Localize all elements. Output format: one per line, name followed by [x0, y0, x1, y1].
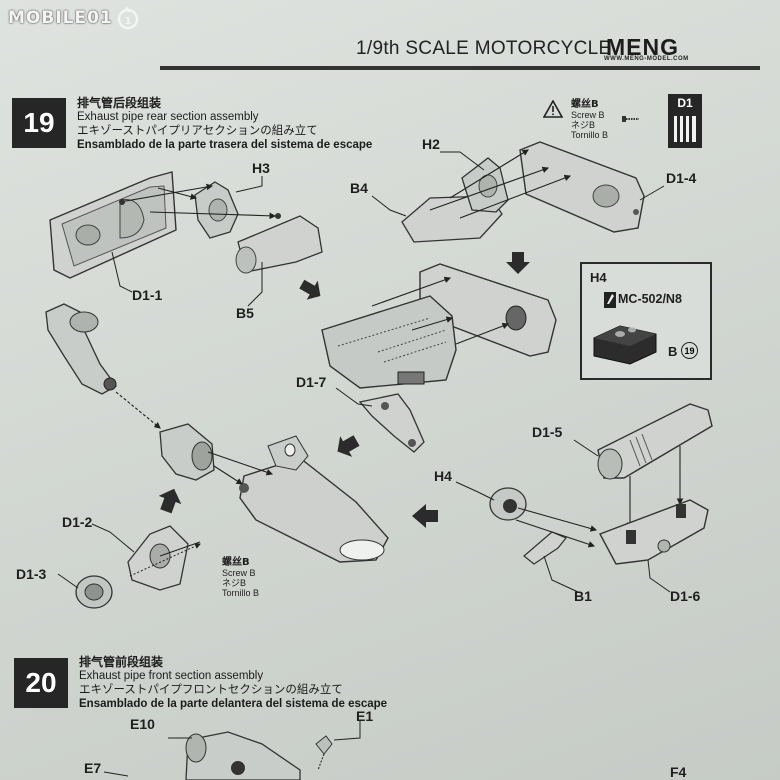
warning-icon — [543, 100, 563, 118]
screw-note: 螺丝B Screw B ネジB Tornillo B — [571, 99, 609, 141]
step-title-ja: エキゾーストパイプリアセクションの組み立て — [77, 125, 318, 137]
step-title-20: 排气管前段组装 Exhaust pipe front section assem… — [79, 655, 387, 711]
sprue-tag-label: D1 — [677, 96, 693, 110]
paint-brush-icon — [604, 292, 616, 308]
part-muffler-can — [239, 435, 389, 563]
step20-title-en: Exhaust pipe front section assembly — [79, 670, 264, 682]
label-f4: F4 — [670, 764, 687, 780]
part-b1 — [523, 531, 567, 565]
part-d1-1 — [49, 171, 177, 279]
brand-logo: MENG — [606, 34, 679, 60]
svg-text:MENG: MENG — [606, 34, 679, 60]
part-d1-5 — [597, 403, 713, 480]
watermark-logo-icon: 1 — [117, 6, 139, 30]
inset-part-label: H4 — [590, 270, 607, 285]
part-h3 — [194, 181, 239, 239]
label-e7: E7 — [84, 760, 102, 776]
direction-arrow-icon — [412, 504, 438, 528]
step-number-badge: 19 — [12, 98, 66, 148]
step-title-es: Ensamblado de la parte trasera del siste… — [77, 139, 373, 151]
label-b4: B4 — [350, 180, 368, 196]
step-title: 排气管后段组装 Exhaust pipe rear section assemb… — [77, 96, 372, 152]
inset-part-render — [593, 325, 657, 365]
label-b1: B1 — [574, 588, 592, 604]
inset-ref-step: 19 — [681, 342, 698, 359]
part-d1-3 — [75, 575, 113, 609]
label-d1-2: D1-2 — [62, 514, 93, 530]
label-e10: E10 — [130, 716, 155, 732]
direction-arrow-icon — [337, 435, 360, 457]
step20-title-es: Ensamblado de la parte delantera del sis… — [79, 698, 388, 710]
part-exhaust-cone — [45, 303, 117, 395]
part-muffler-assembly — [321, 263, 557, 389]
part-d1-4 — [519, 141, 645, 233]
part-d1-2 — [127, 525, 189, 591]
label-d1-4: D1-4 — [666, 170, 697, 186]
part-collector — [159, 423, 215, 481]
brand-url: WWW.MENG-MODEL.COM — [604, 56, 689, 62]
step-title-en: Exhaust pipe rear section assembly — [77, 111, 259, 123]
screw-note-bottom: 螺丝B Screw B ネジB Tornillo B — [222, 557, 260, 599]
part-d1-6 — [599, 499, 709, 565]
step20-title-ja: エキゾーストパイプフロントセクションの組み立て — [79, 684, 343, 696]
screw-note-bottom-es: Tornillo B — [222, 588, 260, 598]
label-h2: H2 — [422, 136, 440, 152]
step-number-badge-20: 20 — [14, 658, 68, 708]
screw-note-bottom-ja: ネジB — [222, 578, 247, 588]
screw-note-ja: ネジB — [571, 120, 596, 130]
screw-note-bottom-en: Screw B — [222, 568, 256, 578]
header-rule — [160, 66, 760, 70]
direction-arrow-icon — [299, 279, 321, 300]
direction-arrow-icon — [158, 488, 182, 514]
h4-paint-inset: H4 MC-502/N8 B 19 — [580, 262, 712, 380]
step20-title-zh: 排气管前段组装 — [79, 655, 164, 669]
screw-note-zh: 螺丝B — [571, 99, 599, 110]
inset-ref-letter: B — [668, 344, 678, 359]
label-h4: H4 — [434, 468, 452, 484]
label-d1-3: D1-3 — [16, 566, 47, 582]
label-h3: H3 — [252, 160, 270, 176]
screw-note-es: Tornillo B — [571, 130, 609, 140]
step-title-zh: 排气管后段组装 — [77, 96, 162, 110]
screw-note-bottom-zh: 螺丝B — [222, 557, 250, 568]
direction-arrow-icon — [506, 252, 530, 274]
part-b5 — [235, 215, 323, 274]
label-b5: B5 — [236, 305, 254, 321]
part-e10 — [185, 731, 301, 780]
part-e1 — [315, 735, 333, 771]
sprue-tag-icon — [668, 94, 702, 148]
watermark: MOBILE01 — [8, 8, 113, 28]
svg-text:1: 1 — [125, 16, 132, 27]
screw-icon — [622, 116, 639, 122]
part-h4 — [489, 487, 527, 521]
label-d1-6: D1-6 — [670, 588, 701, 604]
screw-note-en: Screw B — [571, 110, 605, 120]
header-title: 1/9th SCALE MOTORCYCLE — [356, 38, 612, 59]
label-d1-5: D1-5 — [532, 424, 563, 440]
part-d1-7 — [358, 393, 425, 453]
label-d1-7: D1-7 — [296, 374, 327, 390]
inset-paint-code: MC-502/N8 — [618, 292, 682, 306]
label-d1-1: D1-1 — [132, 287, 163, 303]
label-e1: E1 — [356, 708, 374, 724]
